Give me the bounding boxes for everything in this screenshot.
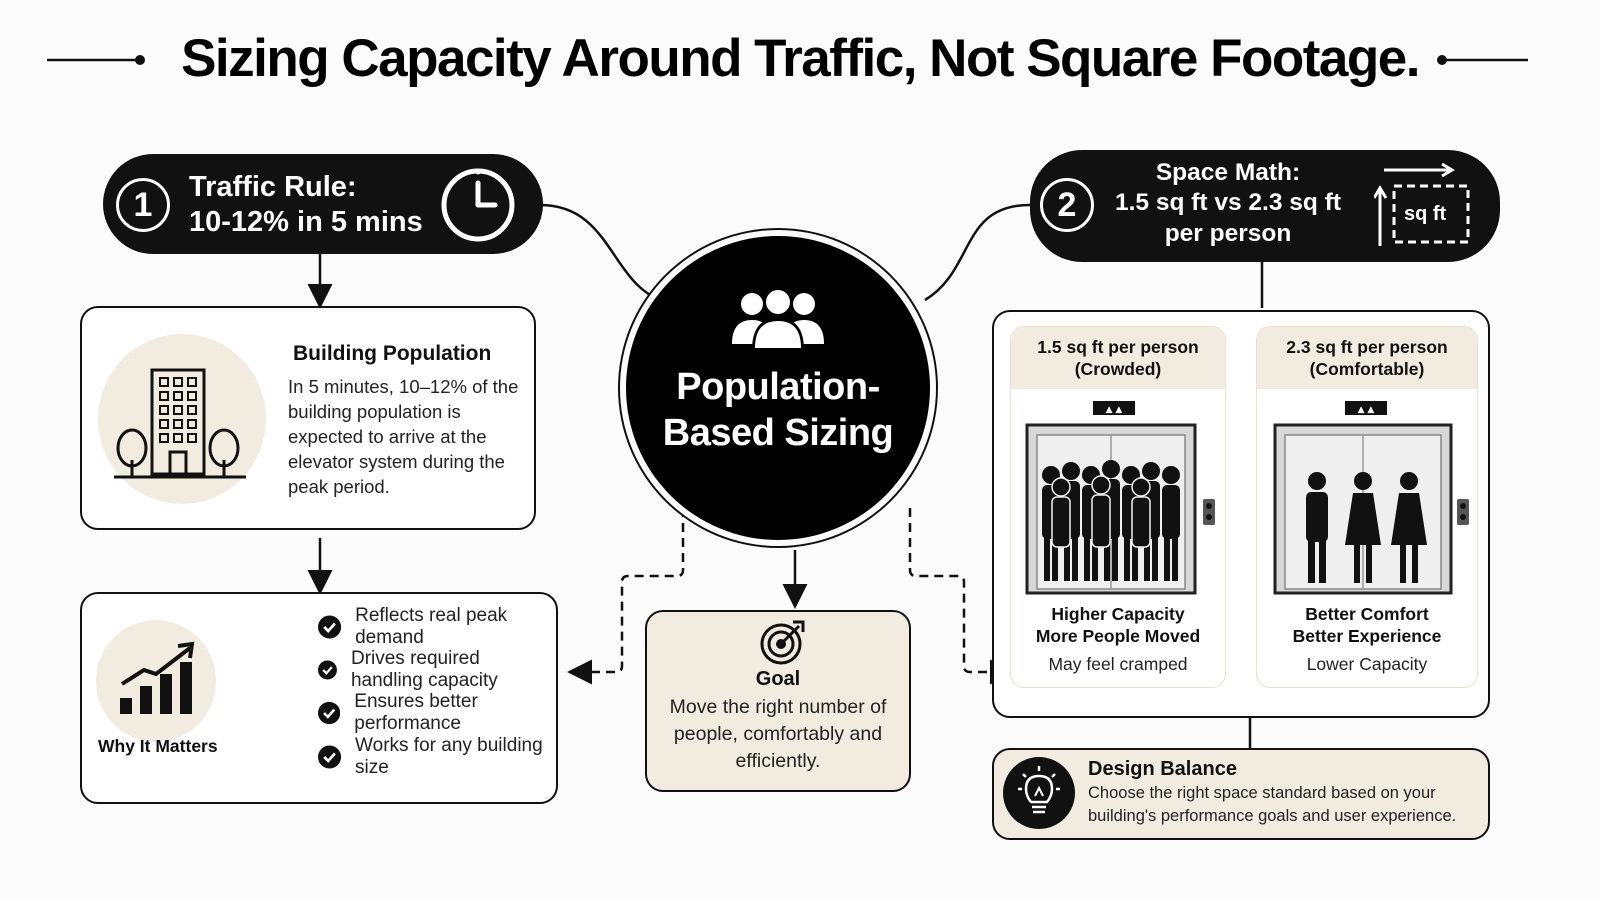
comfortable-benefit-2: Better Experience (1292, 626, 1442, 646)
why-it-matters-card: Why It Matters Reflects real peak demand… (80, 592, 558, 804)
building-icon (114, 368, 246, 479)
population-based-sizing-hub: Population- Based Sizing (626, 236, 930, 540)
step-number-badge: 1 (116, 178, 170, 232)
header-line: 2.3 sq ft per person (1286, 337, 1448, 357)
text-line: expected to arrive at the (288, 426, 487, 447)
crowded-benefit-1: Higher Capacity (1051, 604, 1185, 624)
crowded-header: 1.5 sq ft per person (Crowded) (1011, 327, 1225, 389)
comfortable-panel: 2.3 sq ft per person (Comfortable) ▲ ▲ B… (1256, 326, 1478, 688)
benefit-text: Drives required handling capacity (350, 648, 498, 691)
design-balance-title: Design Balance (1088, 758, 1237, 780)
traffic-rule-header: 1 Traffic Rule: 10-12% in 5 mins (103, 154, 543, 254)
building-population-text: In 5 minutes, 10–12% of the building pop… (288, 374, 528, 499)
hub-title-line1: Population- (676, 366, 880, 408)
text-line: peak period. (288, 476, 390, 497)
benefit-text: Works for any building size (355, 735, 543, 778)
text-line: efficiently. (735, 750, 821, 772)
text-line: Move the right number of (669, 696, 887, 718)
clock-icon (441, 168, 515, 242)
comfortable-header: 2.3 sq ft per person (Comfortable) (1257, 327, 1477, 389)
space-math-unit: per person (1164, 220, 1292, 247)
traffic-rule-title: Traffic Rule: (189, 171, 357, 203)
header-line: (Crowded) (1074, 359, 1162, 379)
why-it-matters-label: Why It Matters (98, 736, 218, 756)
growth-chart-icon (120, 641, 195, 714)
header-line: (Comfortable) (1309, 359, 1425, 379)
traffic-rule-value: 10-12% in 5 mins (189, 206, 423, 238)
svg-text:▲ ▲: ▲ ▲ (1106, 405, 1123, 415)
benefit-text: Ensures better performance (354, 691, 478, 734)
goal-title: Goal (755, 668, 801, 690)
text-line: building population is (288, 401, 461, 422)
check-circle-icon (318, 701, 341, 725)
benefit-item: Drives required handling capacity (318, 648, 556, 691)
check-circle-icon (318, 615, 342, 639)
hub-title-line2: Based Sizing (662, 412, 894, 454)
svg-text:▲ ▲: ▲ ▲ (1358, 405, 1375, 415)
building-population-title: Building Population (293, 342, 492, 365)
check-circle-icon (318, 745, 342, 769)
building-population-card: Building Population In 5 minutes, 10–12%… (80, 306, 536, 530)
text-line: people, comfortably and (673, 723, 883, 745)
benefit-text: Reflects real peak demand (355, 605, 508, 648)
text-line: In 5 minutes, 10–12% of the (288, 376, 519, 397)
space-math-title: Space Math: (1155, 159, 1301, 186)
goal-card: Goal Move the right number of people, co… (645, 610, 911, 792)
people-group-icon (732, 288, 824, 350)
check-circle-icon (318, 660, 337, 680)
space-math-value: 1.5 sq ft vs 2.3 sq ft (1114, 189, 1342, 216)
header-line: 1.5 sq ft per person (1037, 337, 1199, 357)
comfortable-elevator-illustration: ▲ ▲ (1273, 401, 1469, 595)
benefit-item: Reflects real peak demand (318, 605, 556, 648)
text-line: elevator system during the (288, 451, 505, 472)
lightbulb-icon (1003, 757, 1075, 829)
page-title: Sizing Capacity Around Traffic, Not Squa… (181, 29, 1420, 88)
comfortable-benefit-1: Better Comfort (1305, 604, 1429, 624)
crowded-benefit-2: More People Moved (1035, 626, 1201, 646)
chart-icon-bg (96, 620, 216, 742)
area-icon-label: sq ft (1404, 203, 1447, 225)
design-balance-card: Design Balance Choose the right space st… (992, 748, 1490, 840)
benefit-item: Works for any building size (318, 735, 556, 778)
target-icon (760, 620, 805, 665)
benefit-item: Ensures better performance (318, 691, 556, 734)
crowded-elevator-illustration: ▲ ▲ (1025, 401, 1215, 595)
design-balance-line-2: building's performance goals and user ex… (1088, 807, 1457, 825)
goal-text: Move the right number of people, comfort… (647, 694, 909, 775)
space-math-header: 2 Space Math: 1.5 sq ft vs 2.3 sq ft per… (1030, 150, 1500, 262)
crowded-panel: 1.5 sq ft per person (Crowded) ▲ ▲ (1010, 326, 1226, 688)
comfortable-drawback: Lower Capacity (1306, 654, 1428, 674)
area-icon (1374, 162, 1470, 246)
space-comparison-card: 1.5 sq ft per person (Crowded) ▲ ▲ (992, 310, 1490, 718)
design-balance-line-1: Choose the right space standard based on… (1088, 784, 1436, 802)
step-number-badge: 2 (1040, 178, 1094, 232)
crowded-drawback: May feel cramped (1048, 654, 1188, 674)
